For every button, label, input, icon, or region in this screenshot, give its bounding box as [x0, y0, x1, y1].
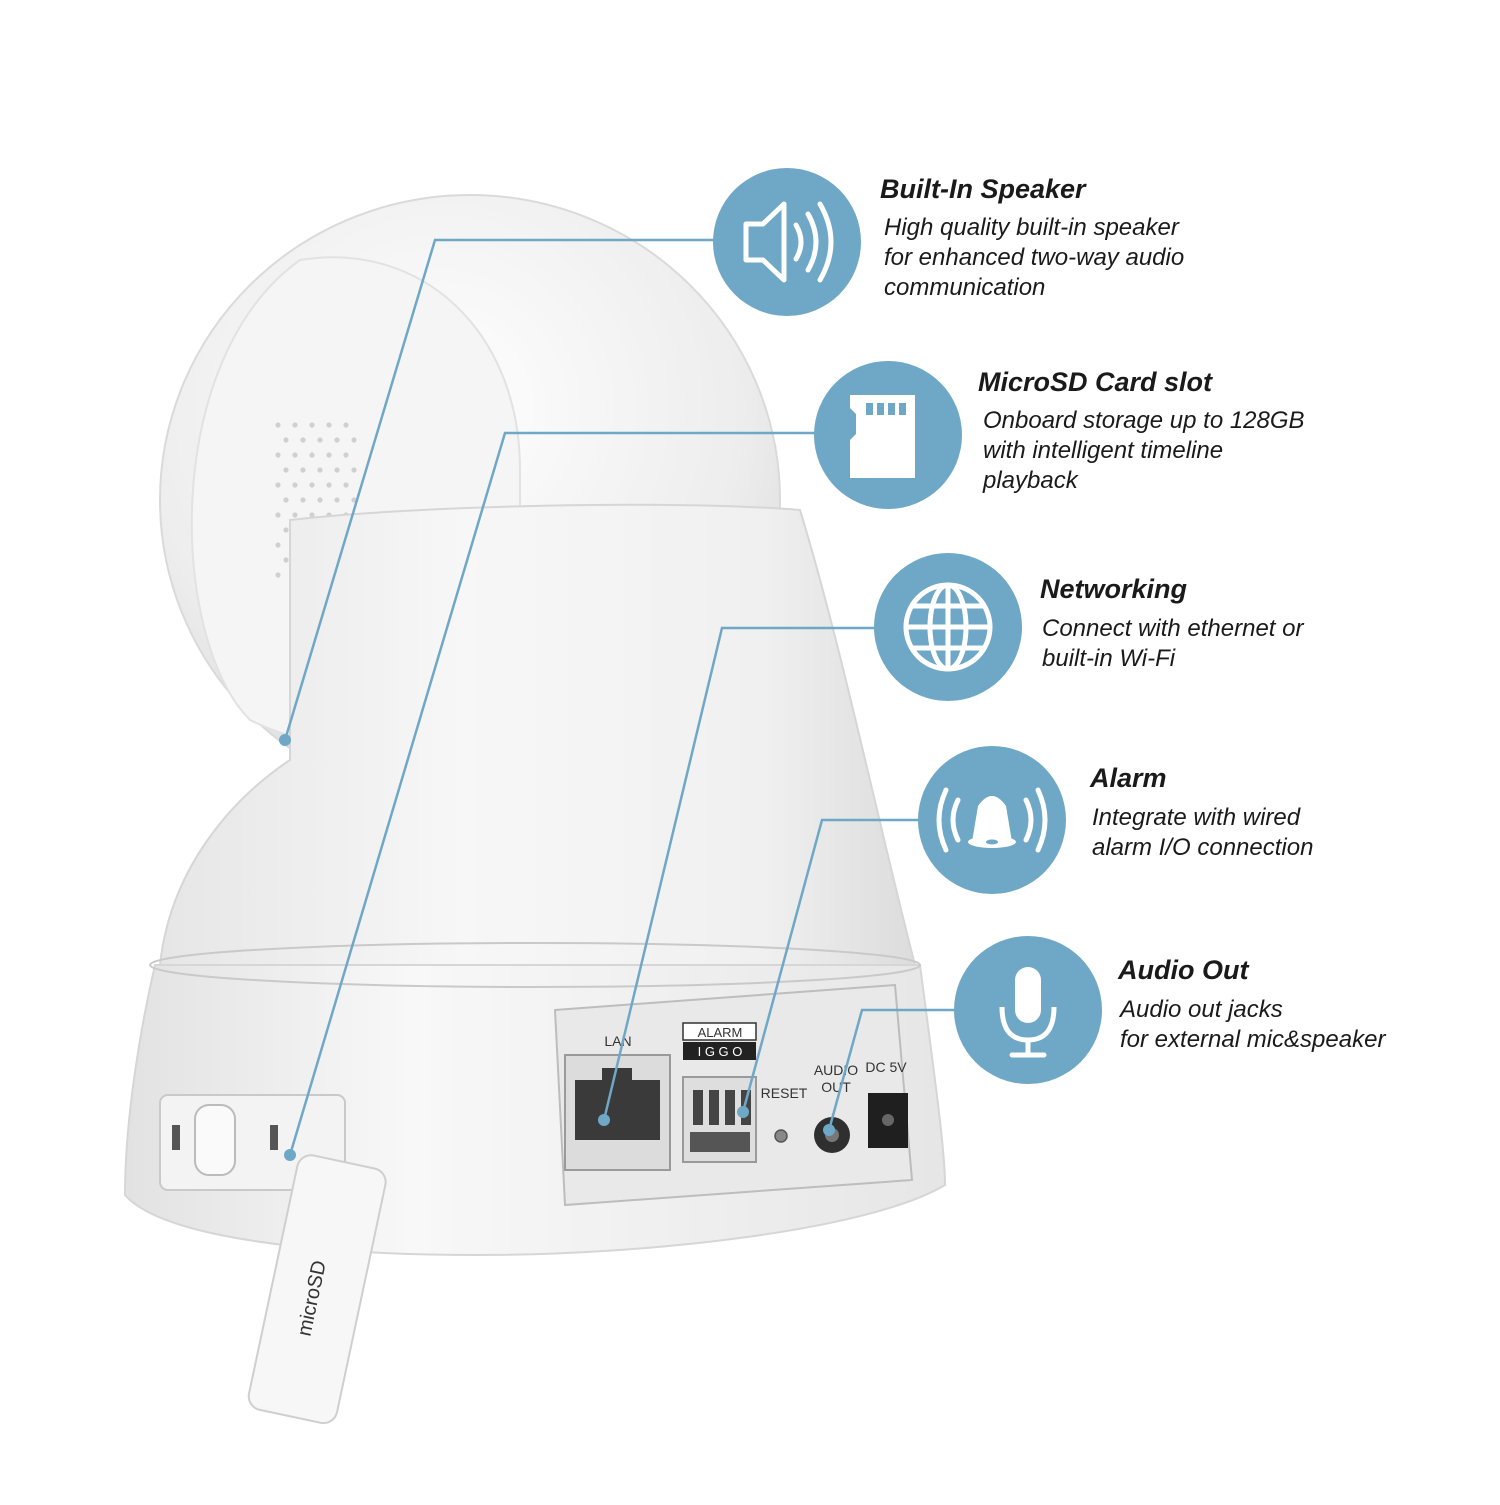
grille-dot: [334, 497, 340, 503]
grille-dot: [283, 467, 289, 473]
bell-icon: [918, 746, 1066, 894]
grille-dot: [326, 422, 332, 428]
grille-dot: [334, 467, 340, 473]
grille-dot: [275, 572, 281, 578]
grille-dot: [351, 437, 357, 443]
feature-description: Onboard storage up to 128GB with intelli…: [983, 406, 1305, 496]
feature-title: Built-In Speaker: [880, 174, 1086, 204]
grille-dot: [275, 422, 281, 428]
alarm-terminal[interactable]: [682, 1076, 757, 1163]
grille-dot: [275, 512, 281, 518]
audio-out-leader-line: [827, 1008, 960, 1131]
feature-description: Integrate with wired alarm I/O connectio…: [1092, 803, 1313, 863]
reset-button[interactable]: [774, 1129, 788, 1143]
grille-dot: [326, 452, 332, 458]
grille-dot: [334, 437, 340, 443]
sd-card-icon: [814, 361, 962, 509]
speaker-icon: [713, 168, 861, 316]
grille-dot: [326, 482, 332, 488]
grille-dot: [309, 452, 315, 458]
grille-dot: [309, 482, 315, 488]
feature-desc-line: for enhanced two-way audio: [884, 244, 1185, 271]
feature-icons: [713, 168, 1102, 1084]
grille-dot: [283, 527, 289, 533]
leader-dots: [279, 734, 835, 1161]
feature-desc-line: alarm I/O connection: [1092, 834, 1314, 861]
grille-dot: [292, 452, 298, 458]
feature-description: Connect with ethernet or built-in Wi-Fi: [1042, 614, 1303, 674]
feature-desc-line: Connect with ethernet or: [1042, 615, 1304, 642]
grille-dot: [275, 452, 281, 458]
feature-title: Networking: [1040, 574, 1188, 604]
feature-description: High quality built-in speaker for enhanc…: [884, 213, 1184, 303]
microsd-cover[interactable]: microSD: [246, 1153, 388, 1426]
feature-desc-line: communication: [884, 274, 1046, 301]
grille-dot: [351, 497, 357, 503]
grille-dot: [317, 497, 323, 503]
grille-dot: [292, 482, 298, 488]
alarm-leader-line: [741, 818, 925, 1113]
feature-desc-line: with intelligent timeline: [983, 437, 1224, 464]
dc-label: DC 5V: [865, 1059, 907, 1075]
lan-port[interactable]: [564, 1054, 671, 1171]
feature-desc-line: playback: [983, 467, 1078, 494]
speaker-leader-line: [283, 238, 720, 741]
grille-dot: [309, 512, 315, 518]
leader-lines: [283, 238, 960, 1156]
dc-power-jack[interactable]: [868, 1093, 908, 1148]
grille-dot: [300, 497, 306, 503]
grille-dot: [275, 482, 281, 488]
grille-dot: [343, 422, 349, 428]
microphone-icon: [954, 936, 1102, 1084]
audio-out-label-2: OUT: [821, 1079, 851, 1095]
feature-title: MicroSD Card slot: [978, 367, 1213, 397]
alarm-pins-label: I G G O: [698, 1044, 743, 1059]
audio-out-label-1: AUDIO: [814, 1062, 858, 1078]
networking-leader-line: [602, 626, 875, 1121]
camera-body: [158, 503, 917, 966]
grille-dot: [343, 452, 349, 458]
feature-desc-line: Integrate with wired: [1092, 804, 1301, 831]
feature-desc-line: High quality built-in speaker: [884, 214, 1179, 241]
grille-dot: [292, 422, 298, 428]
grille-dot: [300, 467, 306, 473]
grille-dot: [275, 542, 281, 548]
grille-dot: [343, 482, 349, 488]
feature-desc-line: Onboard storage up to 128GB: [983, 407, 1305, 434]
port-panel: LAN ALARM I G G O RESET AUDIO OUT: [553, 983, 914, 1207]
grille-dot: [283, 497, 289, 503]
grille-dot: [351, 467, 357, 473]
alarm-label: ALARM: [698, 1025, 743, 1040]
globe-icon: [874, 553, 1022, 701]
feature-title: Audio Out: [1118, 955, 1249, 985]
grille-dot: [317, 467, 323, 473]
grille-dot: [309, 422, 315, 428]
grille-dot: [317, 437, 323, 443]
grille-dot: [292, 512, 298, 518]
microsd-leader-line: [288, 431, 815, 1156]
feature-desc-line: Audio out jacks: [1120, 996, 1283, 1023]
grille-dot: [300, 437, 306, 443]
feature-title: Alarm: [1090, 763, 1167, 793]
feature-description: Audio out jacks for external mic&speaker: [1120, 995, 1385, 1055]
grille-dot: [283, 437, 289, 443]
lan-label: LAN: [604, 1033, 631, 1049]
grille-dot: [283, 557, 289, 563]
feature-desc-line: built-in Wi-Fi: [1042, 645, 1176, 672]
feature-desc-line: for external mic&speaker: [1120, 1026, 1386, 1053]
reset-label: RESET: [761, 1085, 808, 1101]
